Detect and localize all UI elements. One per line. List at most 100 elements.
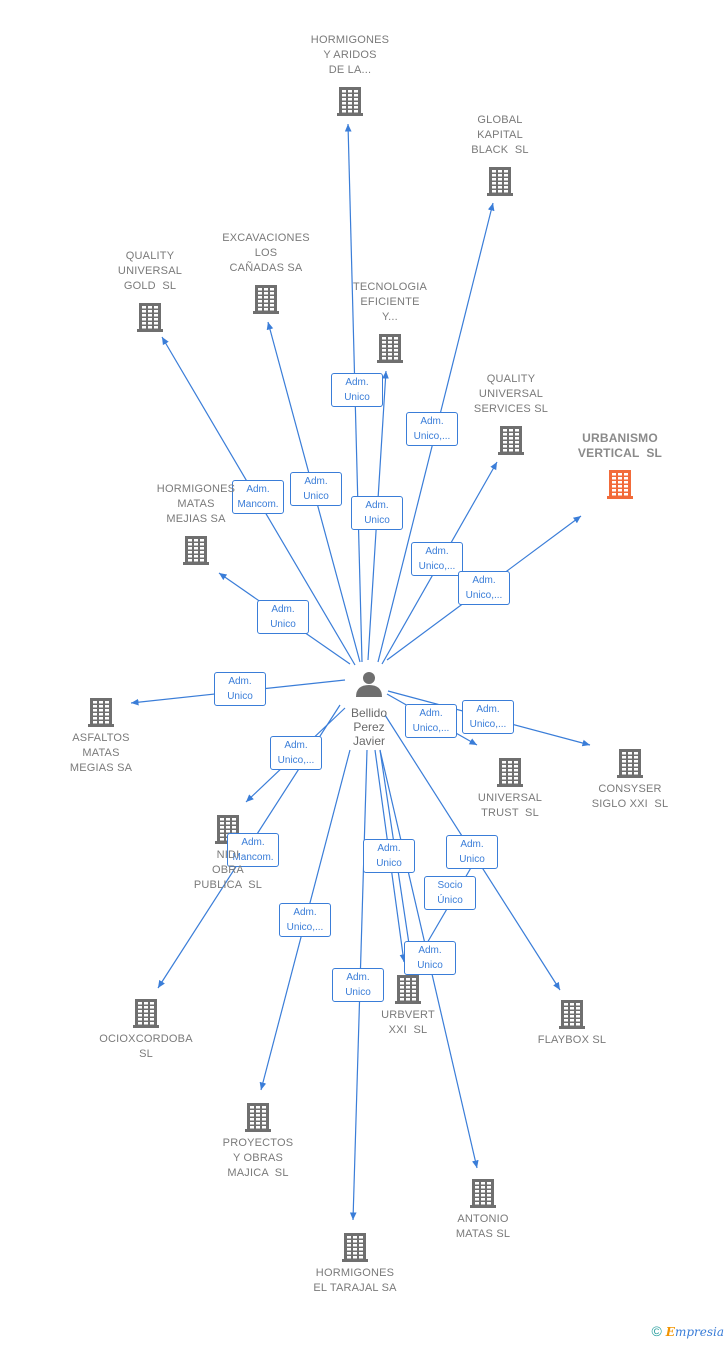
edge-label-global-kapital[interactable]: Adm.Unico,... [406,412,458,446]
company-label-line: QUALITY [486,373,536,385]
edge-label-line: Unico [270,619,296,630]
company-label-line: URBANISMO [582,431,658,445]
company-label-line: CONSYSER [598,783,662,795]
edge-label-hormigones-tarajal[interactable]: Adm.Unico [332,968,384,1002]
edge-label-hormigones-aridos[interactable]: Adm.Unico [331,373,383,407]
edge-label-excavaciones[interactable]: Adm.Unico [290,472,342,506]
company-label-flaybox[interactable]: FLAYBOX SL [512,1033,632,1048]
edge-label-line: Unico,... [413,431,451,442]
company-label-line: QUALITY [125,250,175,262]
edge-label-line: Unico [345,987,371,998]
person-label-line: Javier [352,734,385,748]
edge-label-line: Unico,... [418,561,456,572]
edge-label-line: Unico [376,858,402,869]
company-hormigones-tarajal-building-icon[interactable] [342,1233,368,1262]
company-asfaltos-building-icon[interactable] [88,698,114,727]
company-label-quality-gold[interactable]: QUALITY UNIVERSAL GOLD SL [90,249,210,294]
brand-letter: E [665,1325,675,1339]
company-consyser-building-icon[interactable] [617,749,643,778]
edge-label-antonio[interactable]: Adm.Unico [404,941,456,975]
company-hormigones-aridos-building-icon[interactable] [337,87,363,116]
company-label-line: UNIVERSAL [477,792,543,804]
company-quality-services-building-icon[interactable] [498,426,524,455]
company-quality-gold-building-icon[interactable] [137,303,163,332]
company-label-line: MATAS [82,747,120,759]
company-label-line: GLOBAL [477,114,523,126]
edge-label-universal-trust[interactable]: Adm.Unico,... [405,704,457,738]
edge-label-line: Unico,... [277,755,315,766]
edge-label-line: Adm. [293,907,317,918]
company-label-quality-services[interactable]: QUALITY UNIVERSAL SERVICES SL [451,372,571,417]
person-icon[interactable] [356,672,382,697]
company-label-line: UNIVERSAL [117,265,183,277]
company-label-line: TECNOLOGIA [352,281,428,293]
company-label-line: Y ARIDOS [323,49,377,61]
company-label-line: ASFALTOS [72,732,130,744]
company-tecnologia-building-icon[interactable] [377,334,403,363]
edge-label-asfaltos[interactable]: Adm.Unico [214,672,266,706]
edge-label-line: Adm. [460,839,484,850]
edge-label-hormigones-matas[interactable]: Adm. Unico [257,600,309,634]
company-global-kapital-building-icon[interactable] [487,167,513,196]
company-label-line: GOLD SL [123,280,177,292]
company-label-line: SERVICES SL [473,403,549,415]
company-hormigones-matas-building-icon[interactable] [183,536,209,565]
company-antonio-building-icon[interactable] [470,1179,496,1208]
company-ocioxcordoba-building-icon[interactable] [133,999,159,1028]
edge-label-line: Unico,... [286,922,324,933]
company-urbvert-building-icon[interactable] [395,975,421,1004]
edge-label-line: Adm. [271,604,295,615]
edge-label-tecnologia[interactable]: Adm.Unico [351,496,403,530]
edge-label-line: Adm. [241,837,265,848]
edge-label-line: Unico [344,392,370,403]
company-label-line: BLACK SL [471,144,529,156]
edge-label-quality-gold[interactable]: Adm.Mancom. [232,480,284,514]
edge-label-urbanismo[interactable]: Adm.Unico,... [458,571,510,605]
edge-label-consyser[interactable]: Adm.Unico,... [462,700,514,734]
empresia-logo[interactable]: ©Empresia [651,1323,724,1339]
copyright-symbol: © [651,1323,662,1339]
company-label-line: VERTICAL SL [577,446,663,460]
company-flaybox-building-icon[interactable] [559,1000,585,1029]
company-universal-trust-building-icon[interactable] [497,758,523,787]
company-urbanismo-building-icon[interactable] [607,470,633,499]
company-label-line: EFICIENTE [360,296,420,308]
edge-label-proyectos[interactable]: Adm. Unico,... [279,903,331,937]
company-label-line: MATAS SL [455,1228,511,1240]
edge-label-line: Adm. [304,476,328,487]
edge-label-line: Mancom. [232,852,274,863]
company-proyectos-building-icon[interactable] [245,1103,271,1132]
nodes-layer [88,87,643,1262]
company-label-line: EXCAVACIONES [222,232,310,244]
company-label-line: Y... [382,311,398,323]
edge-label-quality-services[interactable]: Adm.Unico,... [411,542,463,576]
edge-label-flaybox[interactable]: Adm.Unico [446,835,498,869]
company-label-line: MATAS [177,498,215,510]
edge-label-nidi[interactable]: Adm. Unico,... [270,736,322,770]
edge-label-ocioxcordoba[interactable]: Adm. Mancom. [227,833,279,867]
company-label-line: UNIVERSAL [478,388,544,400]
edge-label-line: Adm. [284,740,308,751]
company-excavaciones-building-icon[interactable] [253,285,279,314]
company-label-tecnologia[interactable]: TECNOLOGIA EFICIENTE Y... [330,280,450,325]
edge-label-line: Unico [417,960,443,971]
company-label-line: DE LA... [328,64,372,76]
edge-label-urbvert[interactable]: Adm.Unico [363,839,415,873]
